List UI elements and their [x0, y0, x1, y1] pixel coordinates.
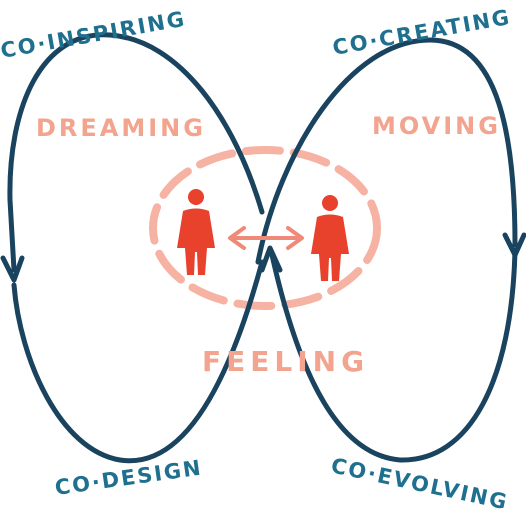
dashed-ring: [149, 146, 381, 310]
label-moving: MOVING: [372, 112, 501, 140]
label-co-creating: CO·CREATING: [331, 5, 513, 60]
arrowhead-right: [502, 232, 526, 258]
label-dreaming: DREAMING: [36, 114, 206, 142]
loop-right-upper: [255, 37, 518, 265]
label-co-evolving: CO·EVOLVING: [329, 453, 511, 512]
label-feeling: FEELING: [202, 345, 369, 378]
loop-left-lower: [11, 259, 265, 464]
arrowhead-center: [259, 245, 283, 273]
person-icon: [311, 195, 349, 281]
person-icon: [177, 189, 215, 275]
double-arrow-icon: [228, 226, 304, 250]
loop-left-upper: [7, 32, 265, 273]
loop-right-lower: [269, 247, 518, 463]
arrowhead-left: [0, 255, 25, 283]
